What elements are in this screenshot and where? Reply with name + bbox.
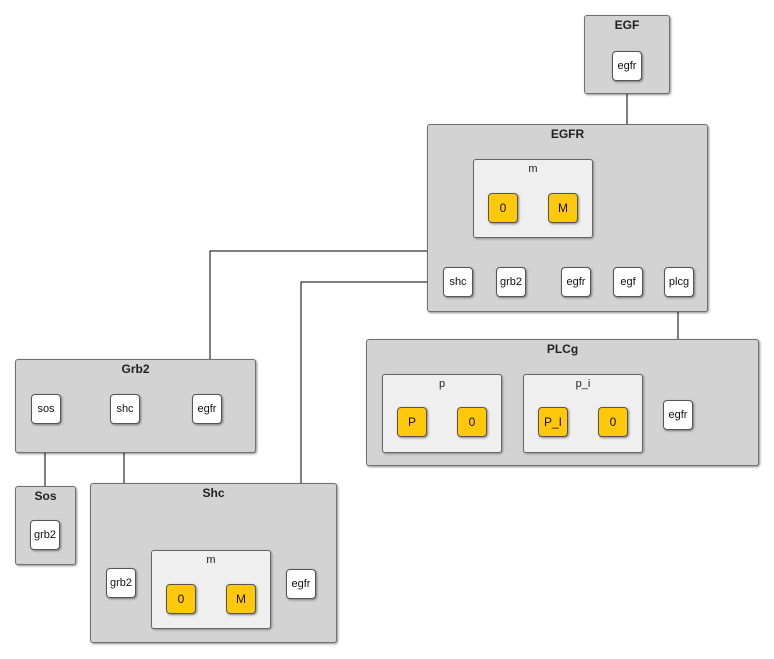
site-group-egfr-m-label: m (528, 163, 538, 175)
state-plcg-p_i-0[interactable]: 0 (598, 407, 628, 437)
site-plcg-egfr[interactable]: egfr (663, 400, 693, 430)
state-egfr-m-0[interactable]: 0 (488, 193, 518, 223)
site-egfr-grb2[interactable]: grb2 (496, 267, 526, 297)
site-group-shc-m-label: m (206, 554, 216, 566)
site-sos-grb2[interactable]: grb2 (30, 520, 60, 550)
site-group-shc-m[interactable]: m 0 M (151, 550, 271, 629)
site-egfr-shc[interactable]: shc (443, 267, 473, 297)
site-group-egfr-m[interactable]: m 0 M (473, 159, 593, 238)
site-shc-egfr[interactable]: egfr (286, 569, 316, 599)
site-grb2-shc[interactable]: shc (110, 394, 140, 424)
state-plcg-p-0[interactable]: 0 (457, 407, 487, 437)
site-grb2-egfr[interactable]: egfr (192, 394, 222, 424)
site-egfr-plcg[interactable]: plcg (664, 267, 694, 297)
agent-plcg[interactable]: PLCg p P 0 p_i P_I 0 egfr (366, 339, 759, 466)
agent-grb2-title: Grb2 (121, 362, 150, 376)
site-group-plcg-p_i[interactable]: p_i P_I 0 (523, 374, 643, 453)
site-shc-grb2[interactable]: grb2 (106, 568, 136, 598)
agent-egf[interactable]: EGF egfr (584, 15, 670, 94)
site-egfr-egfr[interactable]: egfr (561, 267, 591, 297)
state-shc-m-M[interactable]: M (226, 584, 256, 614)
state-egfr-m-M[interactable]: M (548, 193, 578, 223)
state-shc-m-0[interactable]: 0 (166, 584, 196, 614)
state-plcg-p_i-P_I[interactable]: P_I (538, 407, 568, 437)
agent-shc[interactable]: Shc grb2 m 0 M egfr (90, 483, 337, 643)
site-group-plcg-p-label: p (438, 378, 446, 390)
state-plcg-p-P[interactable]: P (397, 407, 427, 437)
site-group-plcg-p[interactable]: p P 0 (382, 374, 502, 453)
agent-grb2[interactable]: Grb2 sos shc egfr (15, 359, 256, 453)
agent-sos[interactable]: Sos grb2 (15, 486, 76, 565)
agent-egfr[interactable]: EGFR m 0 M shc grb2 egfr egf plcg (427, 124, 708, 312)
site-group-plcg-p_i-label: p_i (575, 378, 591, 390)
agent-egfr-title: EGFR (550, 127, 585, 141)
agent-plcg-title: PLCg (546, 342, 579, 356)
agent-sos-title: Sos (34, 489, 57, 503)
site-egfr-egf[interactable]: egf (613, 267, 643, 297)
agent-shc-title: Shc (202, 486, 225, 500)
site-egf-egfr[interactable]: egfr (612, 51, 642, 81)
agent-egf-title: EGF (614, 18, 640, 32)
site-grb2-sos[interactable]: sos (31, 394, 61, 424)
